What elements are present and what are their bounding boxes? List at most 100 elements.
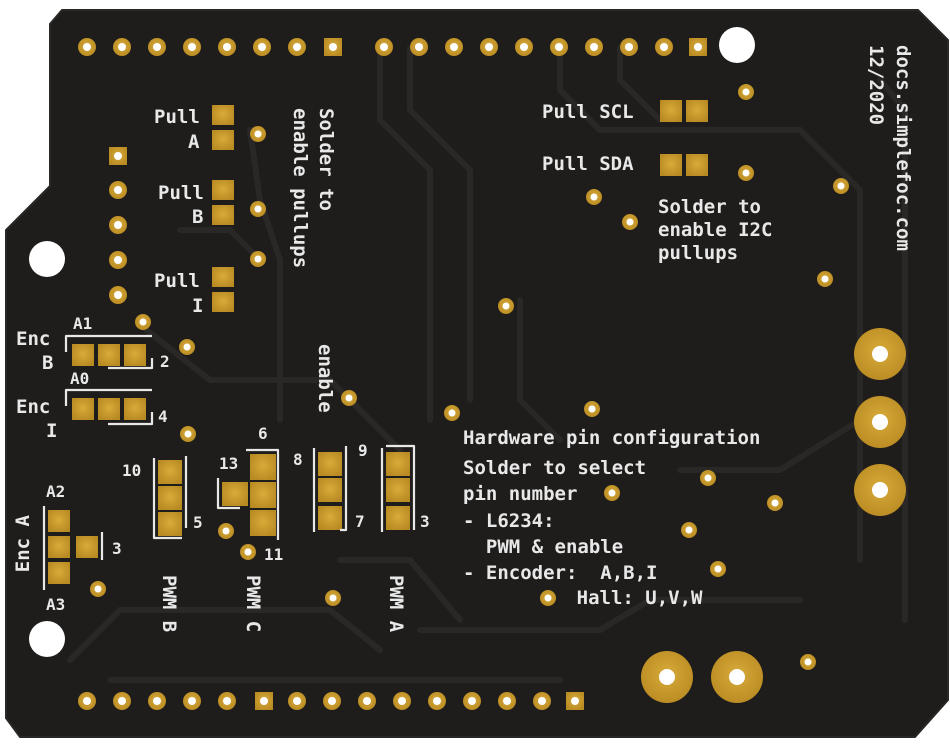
pull-b-letter: B: [192, 206, 204, 228]
header-bottom-pin-square-hole: [260, 697, 268, 705]
pullup-jumper-pad: [212, 105, 234, 125]
via-hole: [804, 658, 812, 666]
copper-traces: [67, 45, 908, 683]
config-line3: pin number: [463, 483, 578, 505]
pwm-b-bracket: [152, 458, 182, 540]
enc-b-letter: B: [42, 352, 54, 374]
pull-i-label: Pull: [154, 270, 200, 292]
pin3-enc-label: 3: [112, 539, 122, 558]
header-top-pin-hole: [293, 43, 301, 51]
motor-terminal-pad-hole: [872, 482, 888, 498]
header-bottom-pin-hole: [363, 697, 371, 705]
via-hole: [502, 302, 510, 310]
pwm-a-jumper-pad: [386, 478, 410, 502]
encoder-i-bracket: [64, 388, 152, 406]
encoder-b-bracket: [64, 334, 152, 352]
via-hole: [254, 205, 262, 213]
pin6-label: 6: [258, 424, 268, 443]
pin11-label: 11: [264, 545, 284, 564]
header-top-pin-hole: [520, 43, 528, 51]
via-hole: [184, 430, 192, 438]
header-top-pin-hole: [625, 43, 633, 51]
encoder-header-pin-square-hole: [114, 152, 122, 160]
mounting-hole: [29, 241, 65, 277]
pin8-label: 8: [293, 450, 303, 469]
pin3-pwm-label: 3: [420, 512, 430, 531]
header-top-pin-hole: [118, 43, 126, 51]
via-hole: [704, 474, 712, 482]
config-line2: Solder to select: [463, 457, 647, 479]
i2c-jumper-pad: [686, 154, 708, 176]
version-date-label: 12/2020: [865, 45, 887, 126]
pull-sda-label: Pull SDA: [542, 153, 634, 175]
via-hole: [544, 594, 552, 602]
pin5-label: 5: [193, 513, 203, 532]
mounting-hole: [29, 621, 65, 657]
enable-label: enable: [314, 344, 336, 413]
pwm-c-jumper-pad: [222, 482, 248, 506]
pullup-jumper-pad: [212, 130, 234, 150]
enable-jumper-pad: [318, 506, 342, 530]
config-title: Hardware pin configuration: [463, 427, 761, 449]
encoder-i-bracket: [108, 412, 154, 426]
a0-label: A0: [70, 369, 90, 388]
pwm-c-jumper-pad: [250, 510, 276, 536]
i2c-jumper-pad: [660, 154, 682, 176]
pullup-jumper-pad: [212, 292, 234, 312]
enc-a-label: Enc A: [12, 515, 34, 573]
pwm-c-label: PWM C: [242, 575, 264, 633]
encoder-jumper-pad: [124, 398, 146, 420]
pin10-label: 10: [122, 461, 142, 480]
pwm-b-jumper-pad: [158, 486, 182, 510]
via-hole: [608, 489, 616, 497]
enable-jumper-pad: [318, 478, 342, 502]
encoder-b-bracket: [108, 358, 154, 370]
enable-bracket: [340, 446, 348, 532]
pin2-label: 2: [160, 352, 170, 371]
pull-a-letter: A: [188, 131, 200, 153]
encoder-a-jumper-pad: [48, 536, 70, 558]
encoder-header-pin-hole: [114, 186, 122, 194]
header-bottom-pin-hole: [153, 697, 161, 705]
header-top-pin-hole: [83, 43, 91, 51]
pullup-jumper-pad: [212, 205, 234, 225]
pull-b-label: Pull: [158, 182, 204, 204]
via-hole: [139, 318, 147, 326]
header-top-pin-hole: [450, 43, 458, 51]
config-line6: - Encoder: A,B,I: [463, 562, 658, 584]
via-hole: [254, 130, 262, 138]
pin9-label: 9: [358, 441, 368, 460]
via-hole: [254, 255, 262, 263]
header-bottom-pin-hole: [538, 697, 546, 705]
header-top-pin-square-hole: [694, 43, 702, 51]
header-bottom-pin-hole: [83, 697, 91, 705]
encoder-header-pin-hole: [114, 221, 122, 229]
encoder-jumper-pad: [72, 398, 94, 420]
i2c-pullups-note: Solder to enable I2C pullups: [658, 196, 773, 264]
via-hole: [714, 565, 722, 573]
solder-enable-pullups-note: Solder to enable pullups: [289, 108, 337, 269]
header-top-pin-hole: [188, 43, 196, 51]
header-top-pin-hole: [485, 43, 493, 51]
enc-i-letter: I: [46, 420, 58, 442]
via-hole: [626, 218, 634, 226]
via-hole: [590, 193, 598, 201]
header-bottom-pin-hole: [503, 697, 511, 705]
pwm-c-bracket: [216, 478, 240, 510]
encoder-jumper-pad: [98, 344, 120, 366]
config-line7: Hall: U,V,W: [508, 587, 703, 609]
pullup-jumper-pad: [212, 180, 234, 200]
via-hole: [345, 394, 353, 402]
pwm-c-jumper-pad: [250, 482, 276, 508]
pin13-label: 13: [219, 454, 239, 473]
pwm-b-jumper-pad: [158, 460, 182, 484]
header-bottom-pin-hole: [223, 697, 231, 705]
pwm-c-jumper-pad: [250, 454, 276, 480]
i2c-jumper-pad: [686, 100, 708, 122]
via-hole: [222, 527, 230, 535]
via-hole: [742, 88, 750, 96]
enc-b-label: Enc: [16, 328, 51, 350]
a2-label: A2: [46, 482, 66, 501]
config-line4: - L6234:: [463, 510, 555, 532]
